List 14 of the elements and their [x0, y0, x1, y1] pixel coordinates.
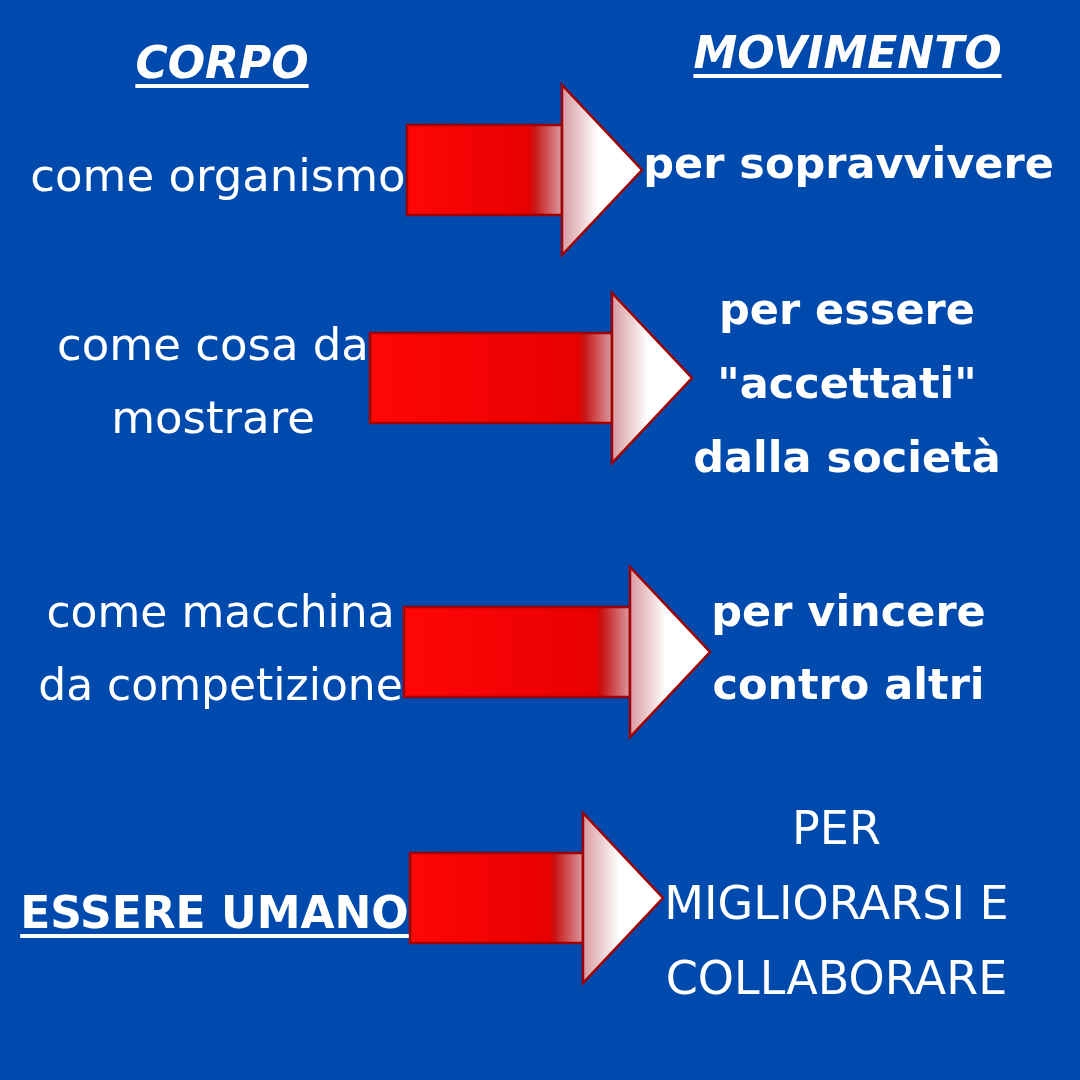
body-concept-text: come cosa da mostrare: [56, 308, 370, 454]
body-concept-text: come organismo: [29, 139, 407, 212]
column-heading: MOVIMENTO: [692, 26, 1003, 80]
movement-purpose-text: per vincere contro altri: [710, 575, 987, 721]
block-arrow: [368, 291, 694, 465]
block-arrow: [405, 83, 644, 257]
column-heading: CORPO: [134, 36, 310, 90]
movement-purpose-text: per essere "accettati" dalla società: [692, 272, 1002, 494]
body-concept-text: come macchina da competizione: [37, 575, 404, 721]
block-arrow: [402, 565, 712, 739]
block-arrow: [408, 811, 665, 985]
movement-purpose-text: PER MIGLIORARSI E COLLABORARE: [663, 791, 1010, 1016]
body-concept-text: ESSERE UMANO: [19, 883, 410, 943]
movement-purpose-text: per sopravvivere: [642, 127, 1055, 200]
